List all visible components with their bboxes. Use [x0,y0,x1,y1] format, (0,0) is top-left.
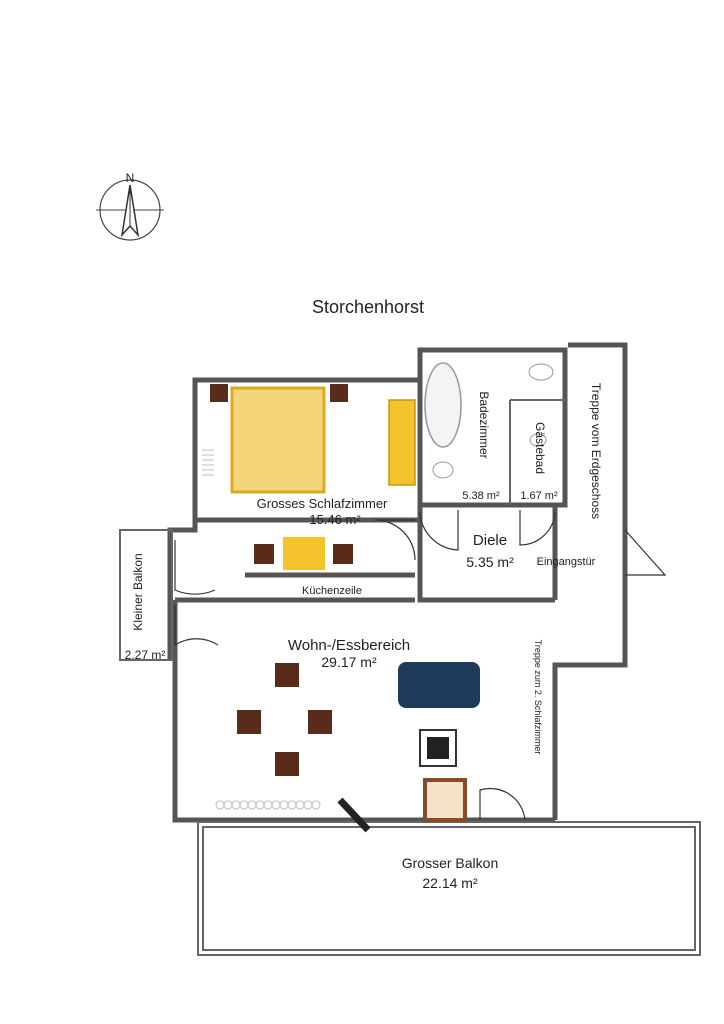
chair-icon [333,544,353,564]
plan-title: Storchenhorst [312,297,424,317]
label-eingangstuer: Eingangstür [537,556,596,568]
bathtub-icon [424,362,462,448]
room-name-kleiner-balkon: Kleiner Balkon [131,553,145,630]
chair-icon [254,544,274,564]
room-name-grosser-balkon: Grosser Balkon [402,855,498,871]
room-area-badezimmer: 5.38 m² [462,490,500,502]
washbasin-icon [432,461,454,479]
room-area-wohnbereich: 29.17 m² [321,654,377,670]
bed-icon [230,386,326,494]
label-treppe-2: Treppe zum 2. Schlafzimmer [533,640,543,755]
room-name-gaestebad: Gästebad [533,422,547,474]
room-name-wohnbereich: Wohn-/Essbereich [288,637,410,654]
chair-icon [237,710,261,734]
room-name-diele: Diele [473,532,507,549]
chair-icon [308,710,332,734]
armchair-icon [423,778,467,822]
compass-icon: N [96,171,164,241]
chair-icon [275,663,299,687]
room-labels: Grosses Schlafzimmer 15.46 m² Badezimmer… [125,383,603,891]
wardrobe-icon [388,399,416,486]
room-area-schlafzimmer: 15.46 m² [309,512,361,527]
floor-lamp-icon [337,797,371,833]
chair-icon [275,752,299,776]
toilet-icon [528,363,554,381]
doors [174,510,667,821]
room-name-schlafzimmer: Grosses Schlafzimmer [257,496,388,511]
compass-north-label: N [126,171,135,185]
guest-basin-icon [529,433,547,447]
room-name-badezimmer: Badezimmer [477,391,491,458]
nightstand-right-icon [330,384,348,402]
radiator-left-icon [202,449,214,476]
walls [119,342,701,956]
radiator-bottom-icon [215,800,321,810]
kitchen-table-icon [283,537,325,570]
nightstand-left-icon [210,384,228,402]
room-area-kleiner-balkon: 2.27 m² [125,648,166,662]
furniture [202,362,554,833]
label-kuechenzeile: Küchenzeile [302,585,362,597]
room-name-treppe-eg: Treppe vom Erdgeschoss [589,383,603,519]
room-area-gaestebad: 1.67 m² [520,490,558,502]
room-area-grosser-balkon: 22.14 m² [422,875,478,891]
sofa-icon [398,662,480,708]
stove-inner-icon [427,737,449,759]
room-area-diele: 5.35 m² [466,554,514,570]
